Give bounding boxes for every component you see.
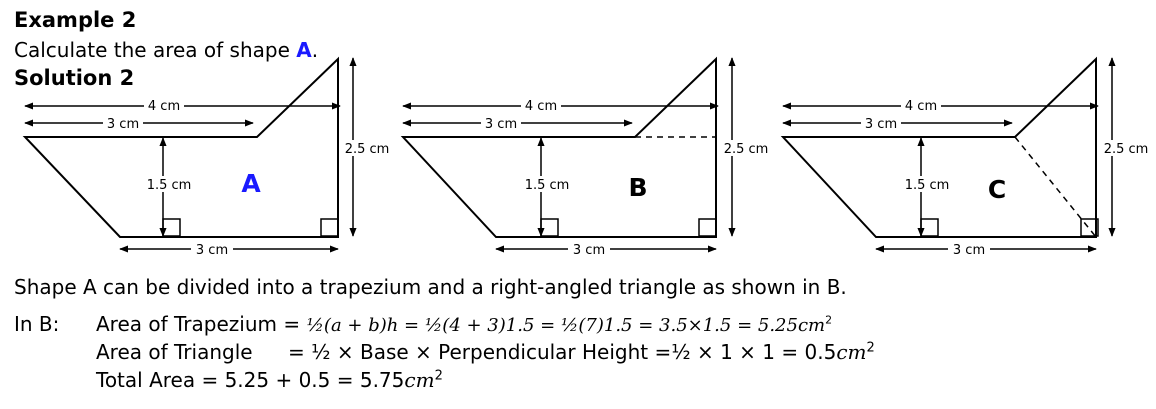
figure-c: 4 cm 3 cm 2.5 cm 1.5 cm 3 cm C [780,56,1150,258]
inner-height-label-c: 1.5 cm [905,178,950,193]
explanation-text: Shape A can be divided into a trapezium … [14,275,847,299]
trapezium-exp: 2 [825,313,833,327]
base-label-c: 3 cm [953,243,985,258]
trapezium-formula: ½(a + b)h = ½(4 + 3)1.5 = ½(7)1.5 = 3.5×… [306,315,798,336]
top-width-label-a: 4 cm [148,99,180,114]
cut-width-label-c: 3 cm [865,117,897,132]
shape-label-c: C [988,175,1006,204]
triangle-unit: cm [836,340,867,364]
shape-b-outline [400,56,717,238]
trapezium-label: Area of Trapezium = [96,312,307,336]
top-width-label-c: 4 cm [905,99,937,114]
total-text: Total Area = 5.25 + 0.5 = 5.75 [96,368,405,392]
triangle-formula: = ½ × Base × Perpendicular Height =½ × 1… [288,340,837,364]
shape-a-outline [22,56,339,238]
shape-label-b: B [628,173,647,202]
shape-label-a: A [241,169,261,198]
total-unit: cm [404,368,435,392]
total-line: Total Area = 5.25 + 0.5 = 5.75cm2 [96,368,443,392]
triangle-line: Area of Triangle = ½ × Base × Perpendicul… [96,340,875,364]
shape-c-dashed-cut [1014,136,1097,238]
triangle-exp: 2 [866,340,875,356]
question-end: . [311,38,319,62]
base-label-a: 3 cm [196,243,228,258]
triangle-label: Area of Triangle [96,340,253,364]
top-width-label-b: 4 cm [525,99,557,114]
question-text: Calculate the area of shape [14,38,297,62]
example-heading: Example 2 [14,8,137,32]
in-b-label: In B: [14,312,60,336]
shape-c-outline [780,56,1097,238]
solution-heading: Solution 2 [14,66,135,90]
total-exp: 2 [434,368,443,384]
cut-width-label-b: 3 cm [485,117,517,132]
base-label-b: 3 cm [573,243,605,258]
question-shape-label: A [296,38,312,62]
right-height-label-a: 2.5 cm [345,142,390,157]
shapes-diagram: 4 cm 3 cm 2.5 cm 1.5 cm 3 cm A 4 cm 3 cm… [22,56,1150,258]
figure-a: 4 cm 3 cm 2.5 cm 1.5 cm 3 cm A [22,56,391,258]
cut-width-label-a: 3 cm [107,117,139,132]
inner-height-label-a: 1.5 cm [147,178,192,193]
figure-b: 4 cm 3 cm 2.5 cm 1.5 cm 3 cm B [400,56,770,258]
trapezium-unit: cm [797,315,826,336]
right-height-label-c: 2.5 cm [1104,142,1149,157]
trapezium-line: Area of Trapezium = ½(a + b)h = ½(4 + 3)… [96,312,832,336]
question-line: Calculate the area of shape A. [14,38,318,62]
right-height-label-b: 2.5 cm [724,142,769,157]
inner-height-label-b: 1.5 cm [525,178,570,193]
